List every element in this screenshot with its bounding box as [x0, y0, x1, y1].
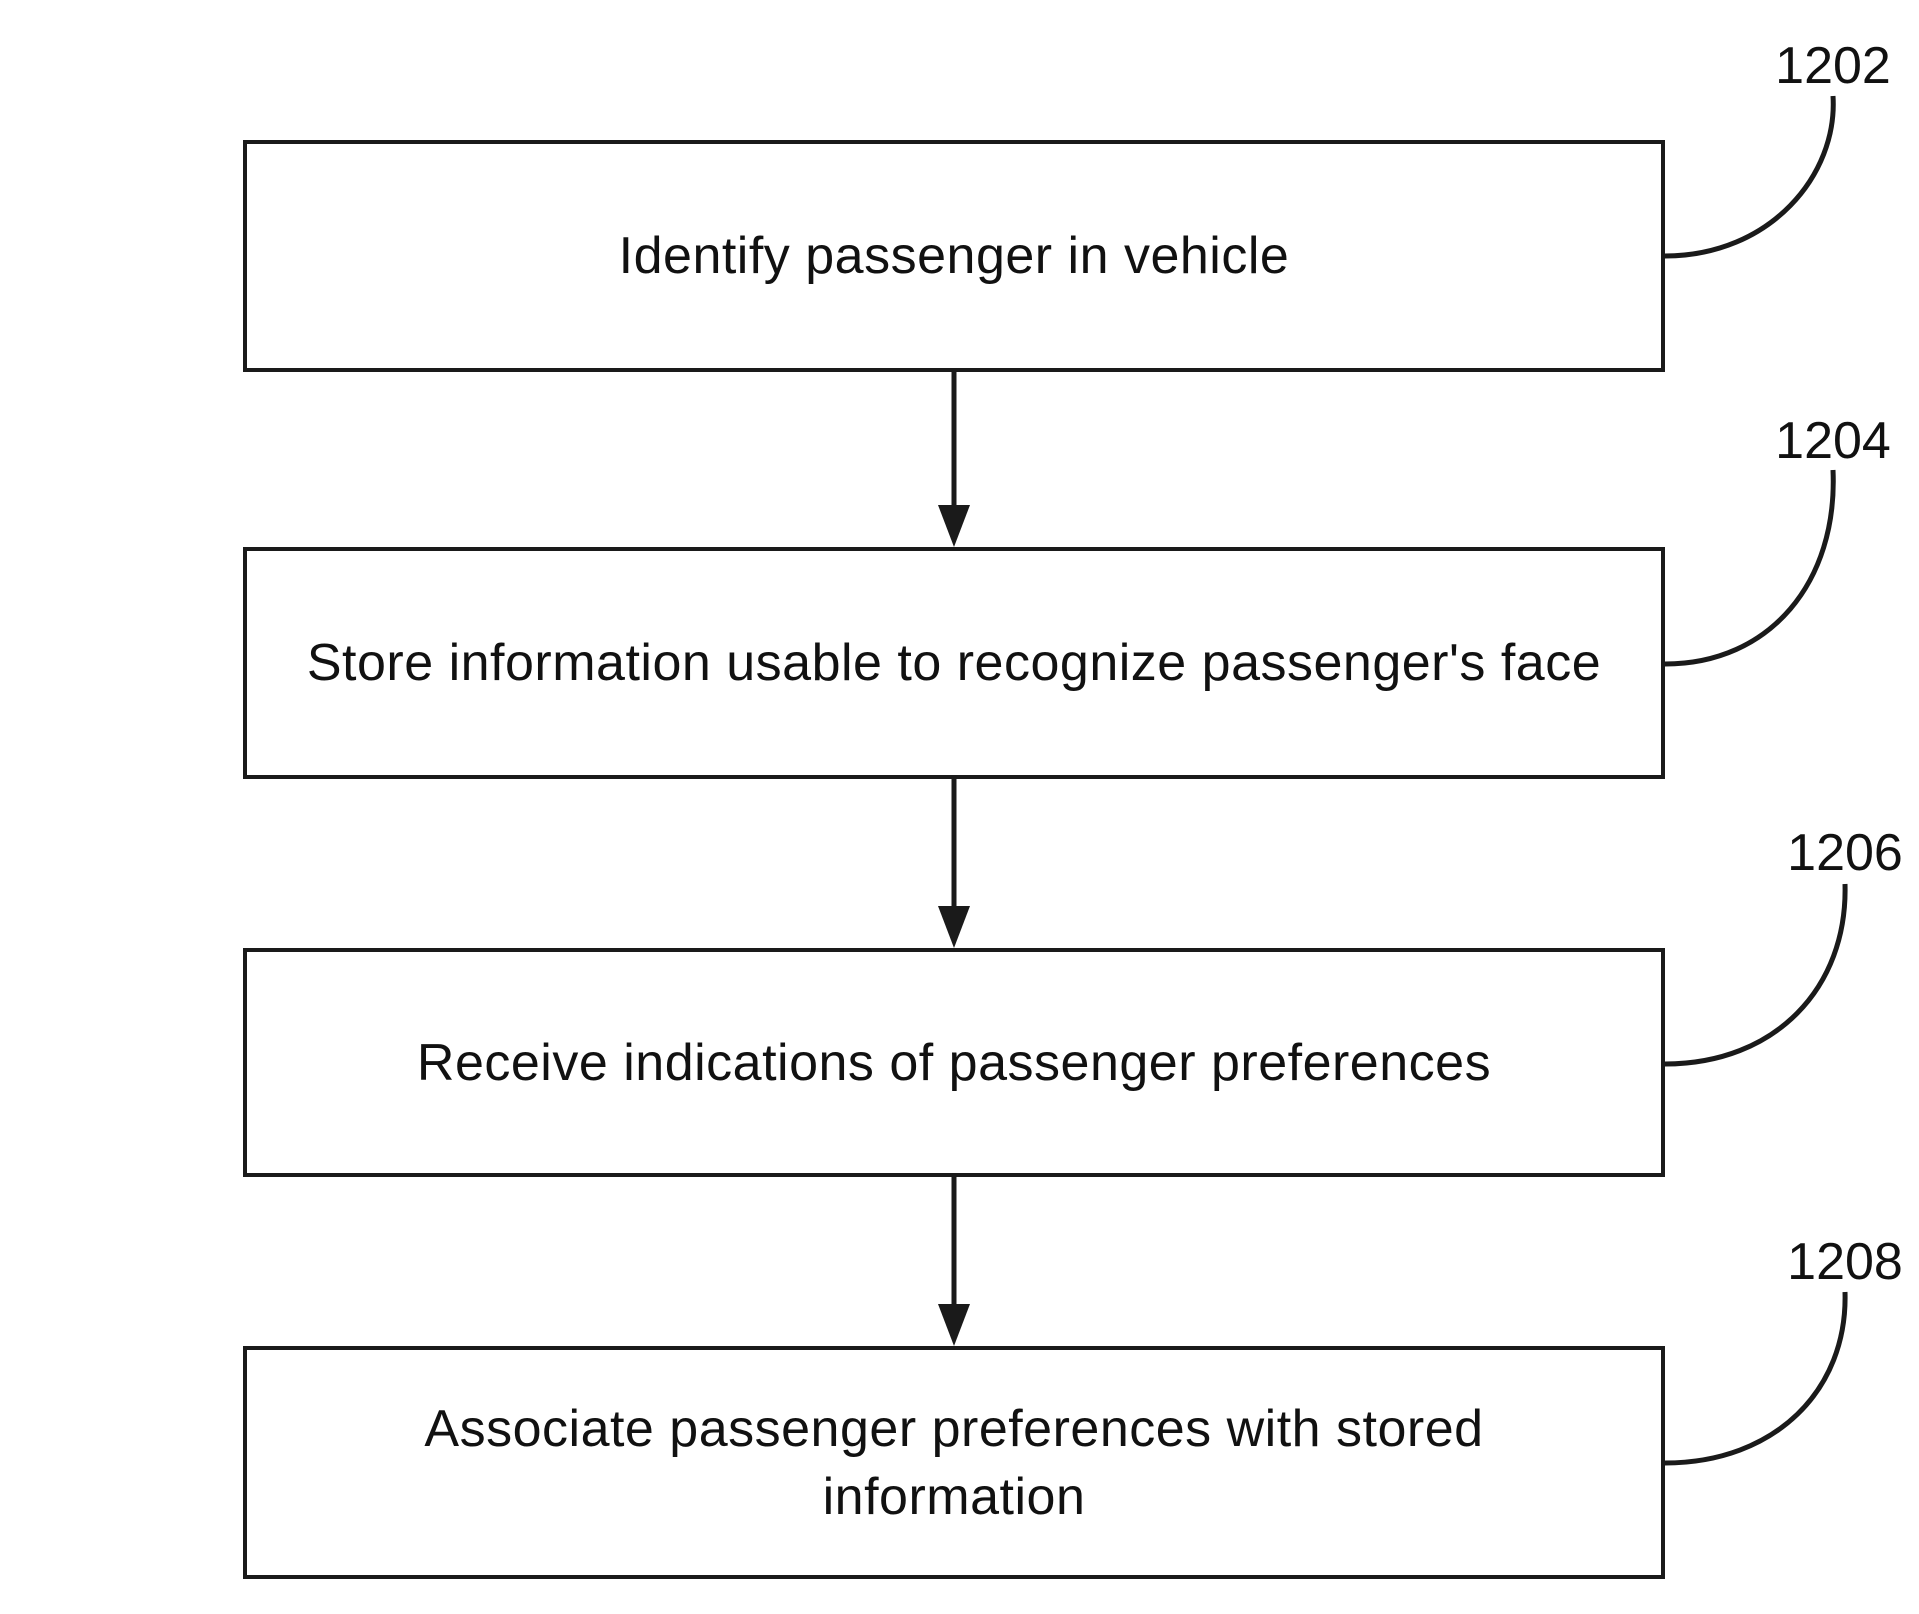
leader-line-1202 [1664, 95, 1836, 259]
process-step-1204: Store information usable to recognize pa… [243, 547, 1665, 779]
reference-number: 1208 [1787, 1233, 1903, 1291]
flow-arrow-2-to-3 [938, 779, 970, 948]
reference-number: 1202 [1775, 37, 1891, 95]
step-text: Store information usable to recognize pa… [306, 634, 1602, 692]
step-text: Associate passenger preferences with sto… [424, 1399, 1484, 1526]
reference-number: 1204 [1775, 412, 1891, 470]
flow-arrow-3-to-4 [938, 1177, 970, 1346]
leader-line-1206 [1664, 883, 1848, 1067]
leader-line-1208 [1664, 1291, 1848, 1466]
step-text: Identify passenger in vehicle [618, 227, 1290, 285]
leader-line-1204 [1664, 469, 1836, 667]
process-step-1202: Identify passenger in vehicle [243, 140, 1665, 372]
process-step-1206: Receive indications of passenger prefere… [243, 948, 1665, 1177]
flow-arrow-1-to-2 [938, 372, 970, 547]
process-step-1208: Associate passenger preferences with sto… [243, 1346, 1665, 1579]
reference-number: 1206 [1787, 824, 1903, 882]
step-text: Receive indications of passenger prefere… [416, 1033, 1492, 1092]
